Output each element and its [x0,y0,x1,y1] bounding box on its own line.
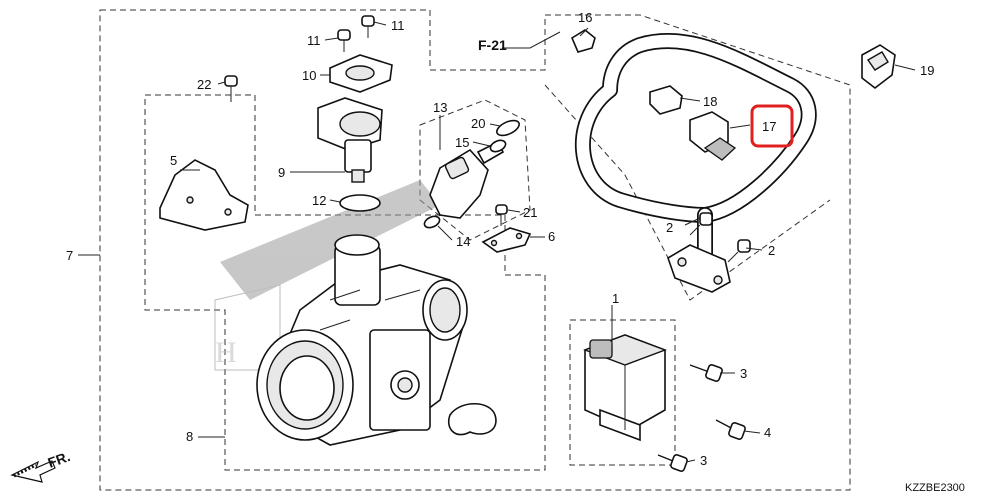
front-marker: FR. [46,448,73,471]
section-reference[interactable]: F-21 [478,37,507,53]
fuel-hose [574,33,817,263]
callout-18[interactable]: 18 [703,94,717,109]
callout-9[interactable]: 9 [278,165,285,180]
pipe-joint [667,244,731,293]
highlight-box-part-17 [750,104,794,148]
seal-15 [489,139,507,153]
hose-clamp-16 [570,29,596,53]
callout-8[interactable]: 8 [186,429,193,444]
sensor-unit [583,334,667,442]
front-arrow-icon [10,460,56,483]
throttle-position-sensor [317,97,383,183]
callout-14[interactable]: 14 [456,234,470,249]
callout-1[interactable]: 1 [612,291,619,306]
diagram-code: KZZBE2300 [905,482,965,494]
callout-3-upper[interactable]: 3 [740,366,747,381]
svg-text:H: H [215,336,237,369]
throttle-body-subgroup-outline [144,94,546,471]
fuel-injector [429,140,505,219]
callout-labels: 1 2 2 3 3 4 5 6 7 8 9 10 11 11 12 13 14 … [66,10,934,468]
hose-clip-19 [861,44,896,90]
callout-16[interactable]: 16 [578,10,592,25]
callout-4[interactable]: 4 [764,425,771,440]
callout-2-upper[interactable]: 2 [666,220,673,235]
sensor-screws [337,15,375,52]
bracket [159,159,249,231]
seal-20 [496,119,520,137]
callout-10[interactable]: 10 [302,68,316,83]
callout-7[interactable]: 7 [66,248,73,263]
callout-15[interactable]: 15 [455,135,469,150]
screw-21 [495,204,508,226]
throttle-body-group-outline [99,9,851,491]
screw-3-lower [657,454,688,472]
callout-13[interactable]: 13 [433,100,447,115]
hose-clip-18 [649,85,683,115]
callout-2-lower[interactable]: 2 [768,243,775,258]
callout-17[interactable]: 17 [762,119,776,134]
bolt-2-upper [689,212,713,236]
bolt-2-lower [727,239,751,263]
callout-19[interactable]: 19 [920,63,934,78]
seal-14 [423,215,441,229]
o-ring-seal [448,402,497,436]
callout-12[interactable]: 12 [312,193,326,208]
callout-5[interactable]: 5 [170,153,177,168]
leader-lines [78,21,916,463]
bolt-22 [224,75,238,102]
throttle-body [256,234,468,446]
screw-3-upper [689,364,723,382]
callout-11-right[interactable]: 11 [391,18,405,33]
sensor-gasket [329,54,393,93]
callout-21[interactable]: 21 [523,205,537,220]
screw-4 [715,419,746,440]
plate [481,227,532,253]
callout-22[interactable]: 22 [197,77,211,92]
callout-20[interactable]: 20 [471,116,485,131]
callout-3-lower[interactable]: 3 [700,453,707,468]
fuel-connector [689,111,737,161]
callout-11-left[interactable]: 11 [307,33,321,48]
sensor-o-ring [339,194,381,212]
callout-6[interactable]: 6 [548,229,555,244]
